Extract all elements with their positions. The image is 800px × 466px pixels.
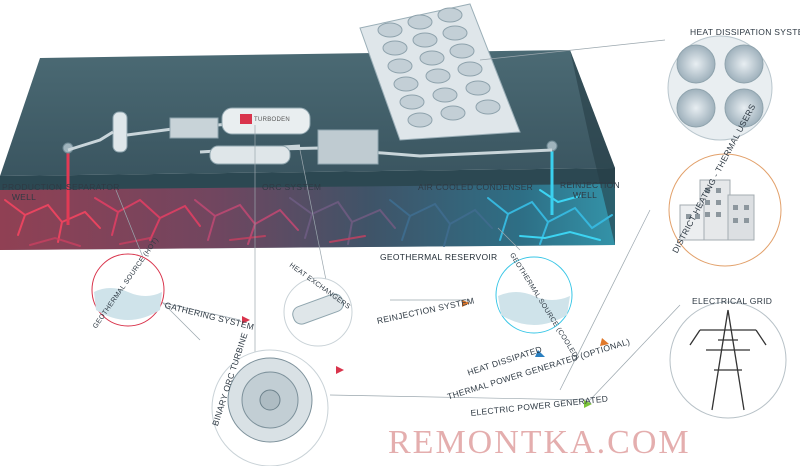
production-well-label: PRODUCTION WELL — [2, 182, 63, 202]
inset-geothermal-cooled — [495, 256, 573, 334]
turbine-illustration — [211, 349, 329, 466]
inset-district-heating — [668, 153, 782, 267]
inset-geothermal-hot — [91, 253, 165, 327]
turbine-arrow — [336, 366, 344, 374]
gathering-arrow — [242, 316, 250, 324]
reservoir-band — [0, 184, 615, 250]
inset-electrical-grid — [669, 301, 787, 419]
heat-exchanger-illustration — [283, 277, 353, 347]
heat-dissipated-arrow — [535, 350, 545, 357]
orc-system-label: ORC SYSTEM — [262, 182, 322, 192]
ground-side-face — [570, 50, 615, 245]
separator-label: SEPARATOR — [66, 182, 120, 192]
electrical-grid-label: ELECTRICAL GRID — [692, 296, 773, 306]
reinjection-well-label: REINJECTION WELL — [560, 180, 620, 200]
brand-logo-text: TURBODEN — [254, 117, 291, 123]
thermal-power-arrow — [600, 338, 609, 346]
heat-exchanger-tank — [209, 145, 291, 165]
condenser-fans — [377, 7, 501, 128]
geothermal-reservoir-label: GEOTHERMAL RESERVOIR — [380, 252, 498, 262]
separator-vessel — [112, 111, 128, 153]
electric-power-arrow — [584, 400, 592, 408]
reservoir-cracks — [4, 189, 613, 247]
air-cooled-condenser-label: AIR COOLED CONDENSER — [418, 182, 534, 192]
inset-heat-dissipation — [667, 35, 773, 141]
watermark: REMONTKA.COM — [388, 424, 691, 461]
reinjection-arrow — [462, 300, 470, 307]
heat-dissipation-system-label: HEAT DISSIPATION SYSTEM — [690, 27, 800, 37]
